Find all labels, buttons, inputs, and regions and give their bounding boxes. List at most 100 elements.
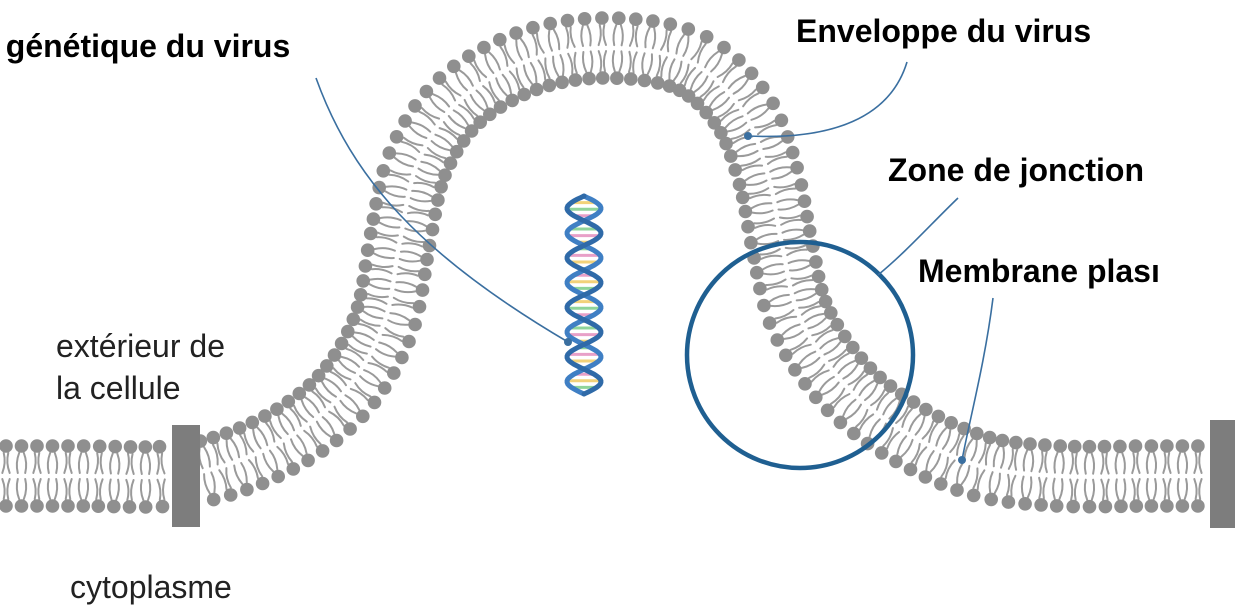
- dna-double-helix-icon: [567, 196, 601, 394]
- phospholipid: [783, 224, 817, 240]
- phospholipid: [400, 252, 434, 267]
- phospholipid: [676, 22, 695, 56]
- phospholipid: [780, 210, 814, 225]
- phospholipid: [1066, 480, 1080, 514]
- phospholipid: [123, 480, 137, 514]
- junction-zone-circle: [687, 242, 913, 468]
- phospholipid: [156, 479, 170, 513]
- phospholipid: [440, 122, 471, 148]
- phospholipid: [61, 439, 75, 473]
- phospholipid: [1068, 440, 1082, 474]
- phospholipid: [561, 14, 575, 48]
- phospholipid: [395, 282, 429, 297]
- phospholipid: [124, 440, 138, 474]
- membrane-protein-left: [172, 425, 200, 527]
- phospholipid: [383, 146, 416, 166]
- phospholipid: [741, 219, 775, 234]
- phospholipid: [509, 26, 529, 59]
- phospholipid: [1145, 439, 1159, 473]
- phospholipid: [0, 439, 13, 473]
- phospholipid: [15, 479, 29, 513]
- phospholipid: [661, 17, 677, 51]
- phospholipid: [1130, 479, 1144, 513]
- phospholipid: [1098, 440, 1112, 474]
- phospholipid: [638, 53, 652, 87]
- phospholipid: [739, 81, 770, 107]
- phospholipid: [705, 41, 731, 72]
- phospholipid: [610, 51, 624, 85]
- phospholipid: [595, 11, 609, 45]
- phospholipid: [408, 206, 442, 221]
- phospholipid: [729, 67, 759, 94]
- phospholipid: [108, 440, 122, 474]
- phospholipid: [1018, 477, 1032, 511]
- phospholipid: [568, 53, 582, 87]
- phospholipid: [596, 51, 610, 85]
- phospholipid: [543, 17, 559, 51]
- phospholipid: [107, 480, 121, 514]
- phospholipid: [1038, 438, 1052, 472]
- phospholipid: [1099, 480, 1113, 514]
- phospholipid: [708, 104, 739, 130]
- phospholipid: [1191, 439, 1205, 473]
- phospholipid: [282, 395, 307, 426]
- phospholipid: [364, 227, 398, 243]
- phospholipid: [750, 264, 784, 279]
- phospholipid: [317, 417, 344, 447]
- leader-dot-genetic: [564, 338, 572, 346]
- phospholipid: [829, 341, 860, 367]
- phospholipid: [77, 439, 91, 473]
- phospholipid: [471, 91, 497, 122]
- membrane-protein-right: [1210, 420, 1235, 528]
- phospholipid: [61, 479, 75, 513]
- phospholipid: [1160, 479, 1174, 513]
- phospholipid: [0, 479, 13, 513]
- phospholipid: [1129, 439, 1143, 473]
- phospholipid: [361, 243, 395, 258]
- phospholipid: [1034, 478, 1048, 512]
- phospholipid: [1083, 440, 1097, 474]
- phospholipid: [1145, 479, 1159, 513]
- phospholipid: [777, 194, 811, 209]
- phospholipid: [1002, 475, 1016, 509]
- phospholipid: [612, 11, 626, 45]
- phospholipid: [526, 21, 544, 55]
- phospholipid: [447, 60, 473, 91]
- phospholipid: [340, 395, 369, 423]
- phospholipid: [420, 85, 450, 112]
- phospholipid: [1176, 479, 1190, 513]
- phospholipid: [388, 313, 422, 331]
- phospholipid: [234, 463, 254, 496]
- phospholipid: [320, 359, 351, 385]
- phospholipid: [757, 295, 791, 312]
- phospholipid: [994, 434, 1009, 468]
- phospholipid: [739, 203, 773, 218]
- phospholipid: [1160, 439, 1174, 473]
- phospholipid: [770, 161, 804, 179]
- phospholipid: [788, 352, 819, 377]
- phospholipid: [1176, 439, 1190, 473]
- phospholipid: [153, 440, 167, 474]
- phospholipid: [1023, 437, 1037, 471]
- phospholipid: [92, 479, 106, 513]
- phospholipid: [312, 369, 341, 397]
- phospholipid: [405, 221, 439, 236]
- phospholipid: [871, 379, 897, 409]
- phospholipid: [860, 371, 887, 401]
- phospholipid: [578, 12, 592, 46]
- phospholipid: [789, 255, 823, 270]
- phospholipid: [967, 468, 985, 502]
- phospholipid: [582, 51, 596, 85]
- phospholipid: [771, 325, 804, 347]
- phospholipid: [1050, 479, 1064, 513]
- leader-dot-envelope: [744, 132, 752, 140]
- phospholipid: [139, 440, 153, 474]
- phospholipid: [774, 178, 808, 194]
- phospholipid: [46, 479, 60, 513]
- phospholipid: [1053, 439, 1067, 473]
- leader-line-junction: [878, 198, 958, 275]
- phospholipid: [392, 298, 426, 314]
- phospholipid: [367, 212, 401, 227]
- phospholipid: [46, 439, 60, 473]
